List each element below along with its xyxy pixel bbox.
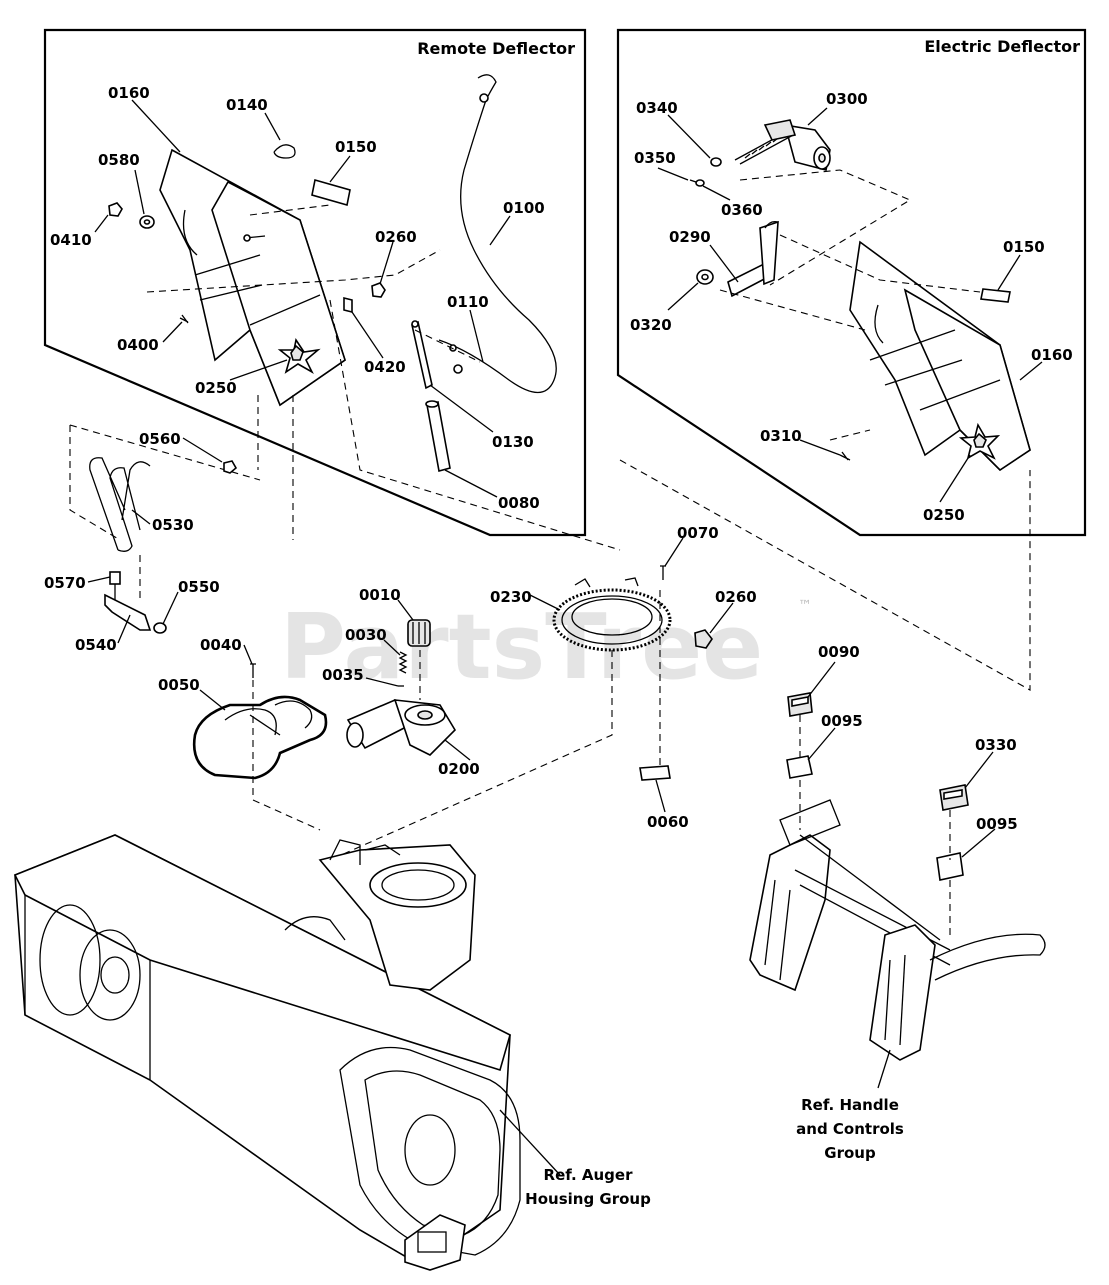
- remote-deflector-title: Remote Deflector: [417, 39, 575, 58]
- callout-0060: 0060: [647, 813, 689, 831]
- callout-0050: 0050: [158, 676, 200, 694]
- label-0150-electric: [980, 288, 1011, 303]
- fitting-0110: [453, 364, 463, 374]
- callout-0400: 0400: [117, 336, 159, 354]
- electric-deflector-panel: Electric Deflector: [616, 28, 1087, 691]
- svg-text:Ref. Handle: Ref. Handle: [801, 1096, 899, 1114]
- callout-0320: 0320: [630, 316, 672, 334]
- callout-0300: 0300: [826, 90, 868, 108]
- callout-0040: 0040: [200, 636, 242, 654]
- callout-0570: 0570: [44, 574, 86, 592]
- bolt: [243, 234, 251, 242]
- button-0090: [787, 692, 813, 717]
- rod-0130: [411, 320, 433, 390]
- sleeve-0080: [426, 400, 451, 473]
- screw-0040: [250, 663, 256, 678]
- callout-0250b: 0250: [923, 506, 965, 524]
- electric-deflector-chute: [849, 240, 1031, 472]
- callout-0250a: 0250: [195, 379, 237, 397]
- callout-0010: 0010: [359, 586, 401, 604]
- callout-0150b: 0150: [1003, 238, 1045, 256]
- nut-0260-remote: [371, 282, 386, 298]
- callout-0090: 0090: [818, 643, 860, 661]
- callout-0100: 0100: [503, 199, 545, 217]
- electric-deflector-title: Electric Deflector: [924, 37, 1080, 56]
- bracket-0290: [727, 220, 779, 298]
- ref-auger-housing-label: Ref. Auger Housing Group: [525, 1166, 651, 1208]
- screw-0400: [179, 314, 189, 324]
- callout-0150a: 0150: [335, 138, 377, 156]
- label-0150: [311, 178, 351, 207]
- bracket-0420: [343, 296, 353, 314]
- screw-0350: [689, 179, 697, 183]
- callout-0310: 0310: [760, 427, 802, 445]
- callout-0160b: 0160: [1031, 346, 1073, 364]
- callout-0095a: 0095: [821, 712, 863, 730]
- callout-0110: 0110: [447, 293, 489, 311]
- svg-text:Housing Group: Housing Group: [525, 1190, 651, 1208]
- bracket-0540: [104, 555, 167, 634]
- spring-0030: [398, 651, 408, 674]
- callout-0330: 0330: [975, 736, 1017, 754]
- washer-0360: [695, 179, 705, 187]
- callout-0540: 0540: [75, 636, 117, 654]
- gearbox-0200: [346, 698, 457, 756]
- clip-0140: [273, 144, 296, 159]
- callout-0260a: 0260: [375, 228, 417, 246]
- callout-0530: 0530: [152, 516, 194, 534]
- gear-ring-0230: [552, 577, 672, 652]
- nut-0410: [108, 202, 123, 217]
- sleeve-0095-b: [936, 852, 964, 881]
- callout-0550: 0550: [178, 578, 220, 596]
- callout-0350: 0350: [634, 149, 676, 167]
- callout-0410: 0410: [50, 231, 92, 249]
- callout-0340: 0340: [636, 99, 678, 117]
- svg-text:and Controls: and Controls: [796, 1120, 904, 1138]
- screw-0070: [660, 565, 666, 580]
- callout-0230: 0230: [490, 588, 532, 606]
- callout-0130: 0130: [492, 433, 534, 451]
- callout-0080: 0080: [498, 494, 540, 512]
- callout-0035: 0035: [322, 666, 364, 684]
- ref-handle-controls-label: Ref. Handle and Controls Group: [796, 1096, 904, 1162]
- cable-0100: [438, 74, 557, 394]
- cover-0050: [192, 695, 328, 780]
- svg-text:Ref. Auger: Ref. Auger: [544, 1166, 634, 1184]
- button-0330: [939, 784, 969, 811]
- callout-labels: 0160 0140 0150 0580 0410 0260 0100 0110 0400 0420…: [44, 84, 1073, 833]
- callout-0200: 0200: [438, 760, 480, 778]
- callout-0560: 0560: [139, 430, 181, 448]
- callout-0140: 0140: [226, 96, 268, 114]
- remote-deflector-panel: Remote Deflector: [43, 28, 621, 551]
- callout-0360: 0360: [721, 201, 763, 219]
- screw-0310: [839, 451, 851, 461]
- spring-0530: [69, 424, 261, 552]
- svg-text:Group: Group: [824, 1144, 876, 1162]
- watermark-trademark: ™: [798, 598, 812, 614]
- nut-0560: [223, 460, 238, 474]
- plate-0060: [639, 765, 671, 781]
- callout-0580: 0580: [98, 151, 140, 169]
- nut-0260-center: [694, 629, 713, 649]
- callout-0160a: 0160: [108, 84, 150, 102]
- washer-0340: [710, 157, 722, 167]
- callout-0070: 0070: [677, 524, 719, 542]
- sleeve-0095-a: [786, 755, 813, 779]
- motor-0300: [734, 119, 831, 171]
- callout-0290: 0290: [669, 228, 711, 246]
- callout-0420: 0420: [364, 358, 406, 376]
- knob-0010: [407, 619, 431, 647]
- callout-0030: 0030: [345, 626, 387, 644]
- watermark-brand: PartsTree: [280, 595, 763, 700]
- callout-0260b: 0260: [715, 588, 757, 606]
- handle-controls: [749, 799, 1046, 1089]
- callout-0095b: 0095: [976, 815, 1018, 833]
- auger-housing: [13, 834, 521, 1271]
